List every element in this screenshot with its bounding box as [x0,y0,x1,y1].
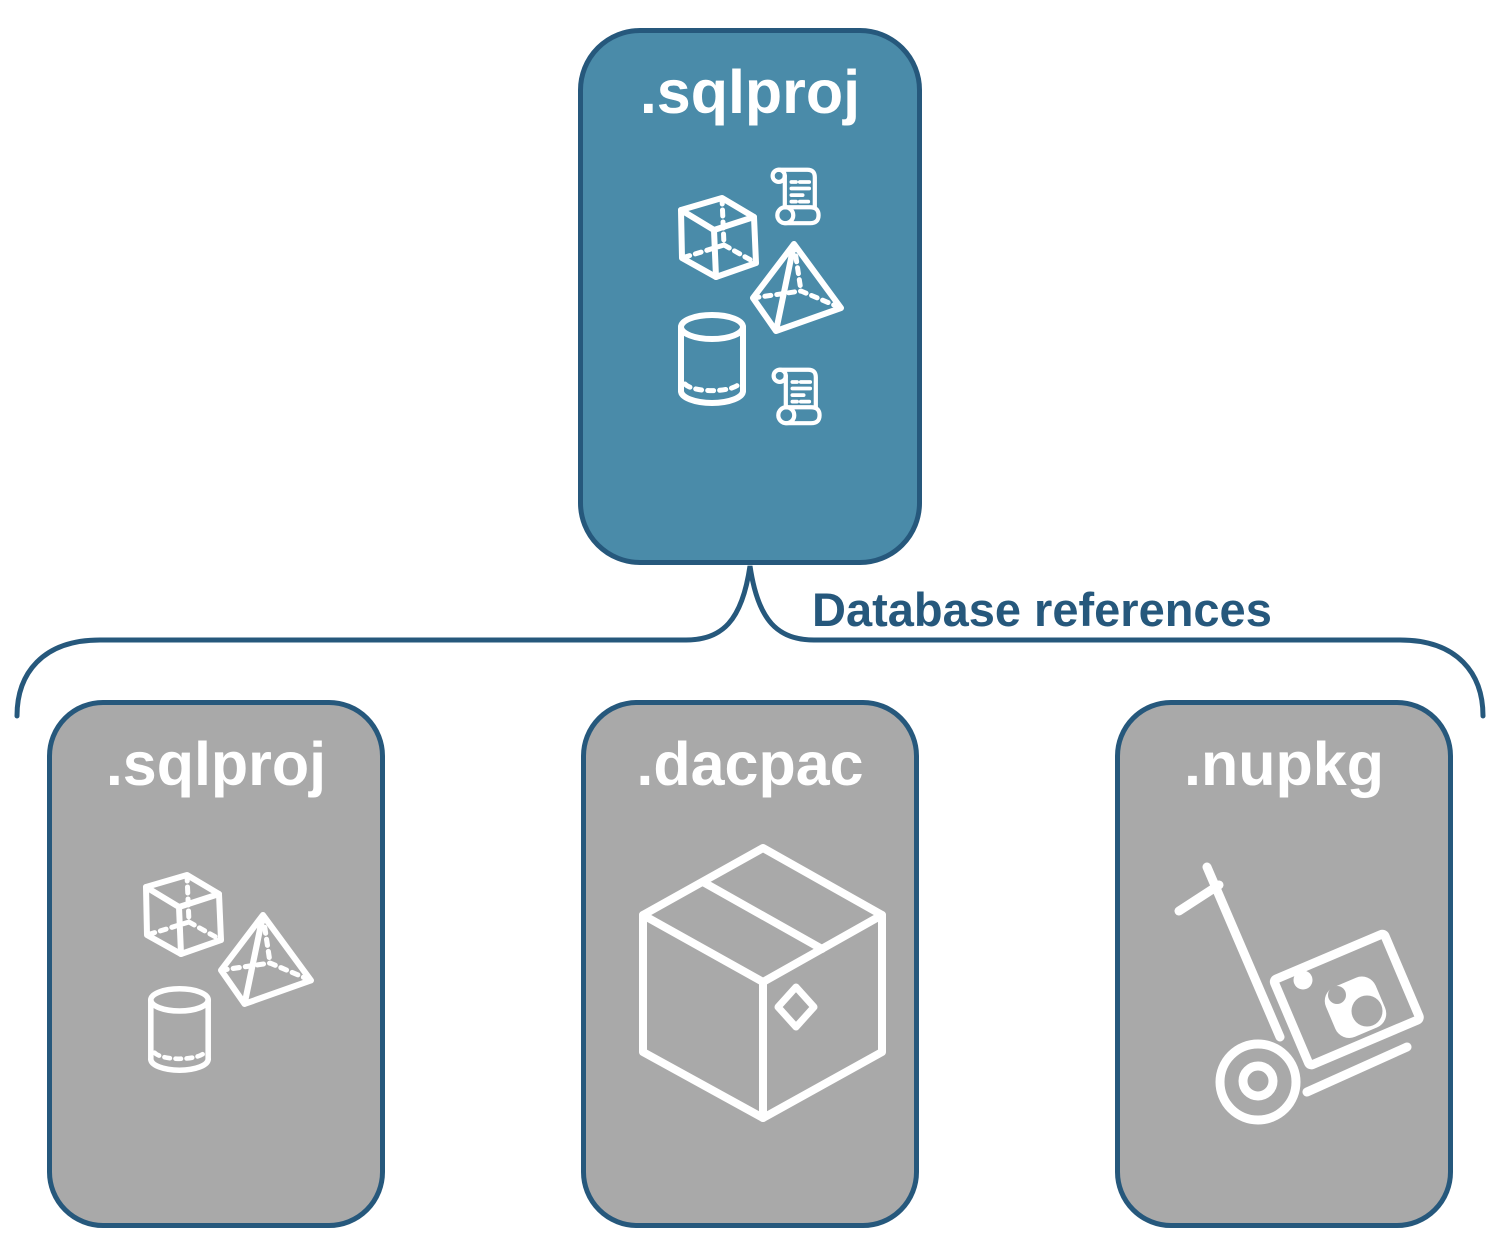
node-title: .sqlproj [639,58,861,126]
node-sqlproj-child: .sqlproj [47,700,385,1228]
connector-label: Database references [812,583,1272,636]
scroll-icon [768,363,828,429]
node-title: .sqlproj [105,730,327,798]
pyramid-icon [749,241,845,335]
scroll-icon [767,163,827,229]
cylinder-icon [147,986,212,1073]
node-title: .nupkg [1184,730,1384,798]
node-title: .dacpac [636,730,864,798]
node-dacpac: .dacpac [581,700,919,1228]
pyramid-icon [217,912,315,1008]
cube-icon [142,870,226,962]
node-nupkg: .nupkg [1115,700,1453,1228]
cylinder-icon [677,312,747,406]
node-sqlproj-top: .sqlproj [578,28,922,565]
package-box-icon [638,843,888,1125]
nuget-handtruck-icon [1170,860,1425,1150]
